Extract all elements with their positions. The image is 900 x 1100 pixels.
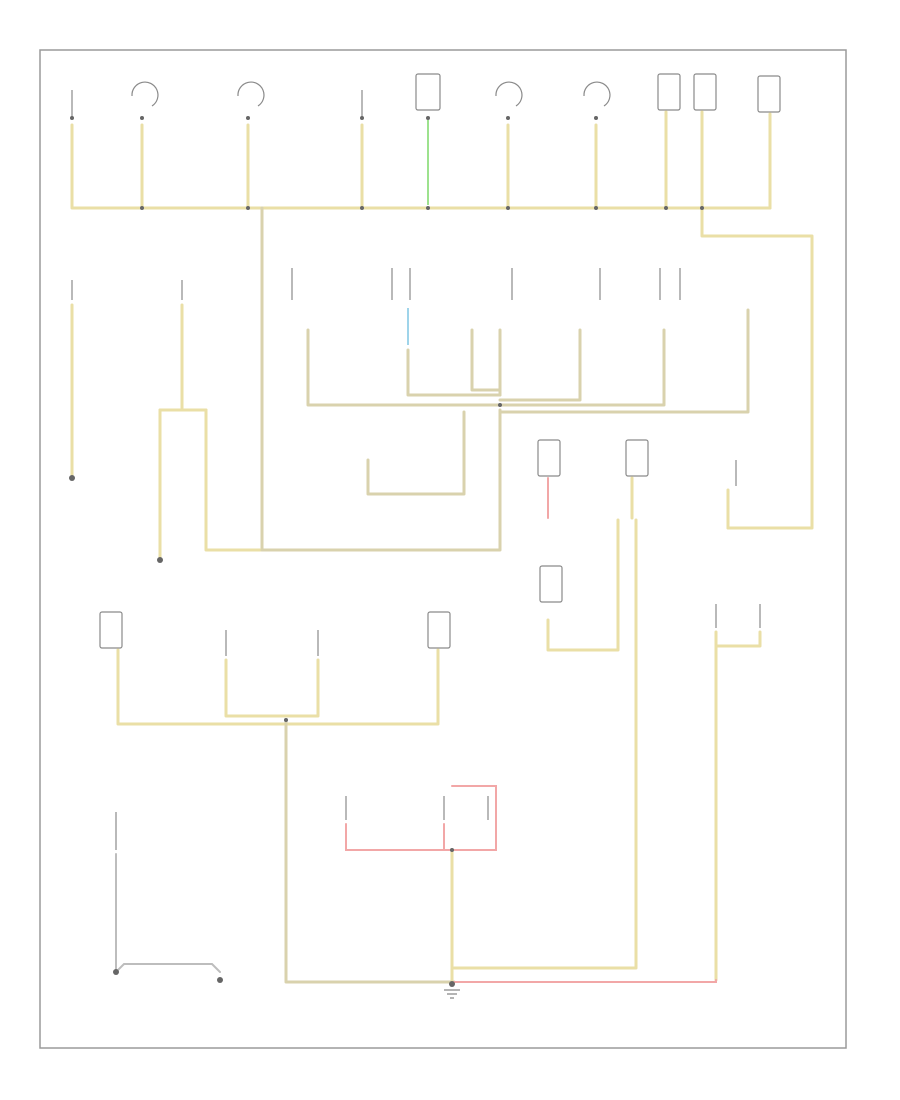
- component-c9-box: [693, 73, 717, 111]
- component-c11-box: [537, 439, 561, 477]
- component-c1: [70, 90, 74, 120]
- component-c8-box: [657, 73, 681, 111]
- lower-left-group: [99, 611, 456, 984]
- component-c5-box: [415, 73, 441, 120]
- component-c4: [360, 90, 364, 120]
- middle-harness: [260, 268, 750, 552]
- lower-middle-group: [345, 785, 717, 984]
- component-c15-box: [427, 611, 451, 649]
- diagram-frame: [39, 49, 847, 1049]
- middle-right-components: [452, 439, 762, 982]
- left-column-circuit: [69, 280, 264, 563]
- component-c3-lamp: [237, 81, 265, 120]
- component-c6-lamp: [495, 81, 523, 120]
- component-c12-box: [625, 439, 649, 477]
- component-c10-box: [757, 75, 781, 113]
- component-c2-lamp: [131, 81, 159, 120]
- bottom-left-circuit: [113, 812, 223, 983]
- main-ground-point: [444, 981, 460, 999]
- top-bus-wires: [70, 110, 814, 530]
- component-c14-box: [99, 611, 123, 649]
- component-c13-box: [539, 565, 563, 603]
- component-c7-lamp: [583, 81, 611, 120]
- top-row-components: [70, 73, 781, 120]
